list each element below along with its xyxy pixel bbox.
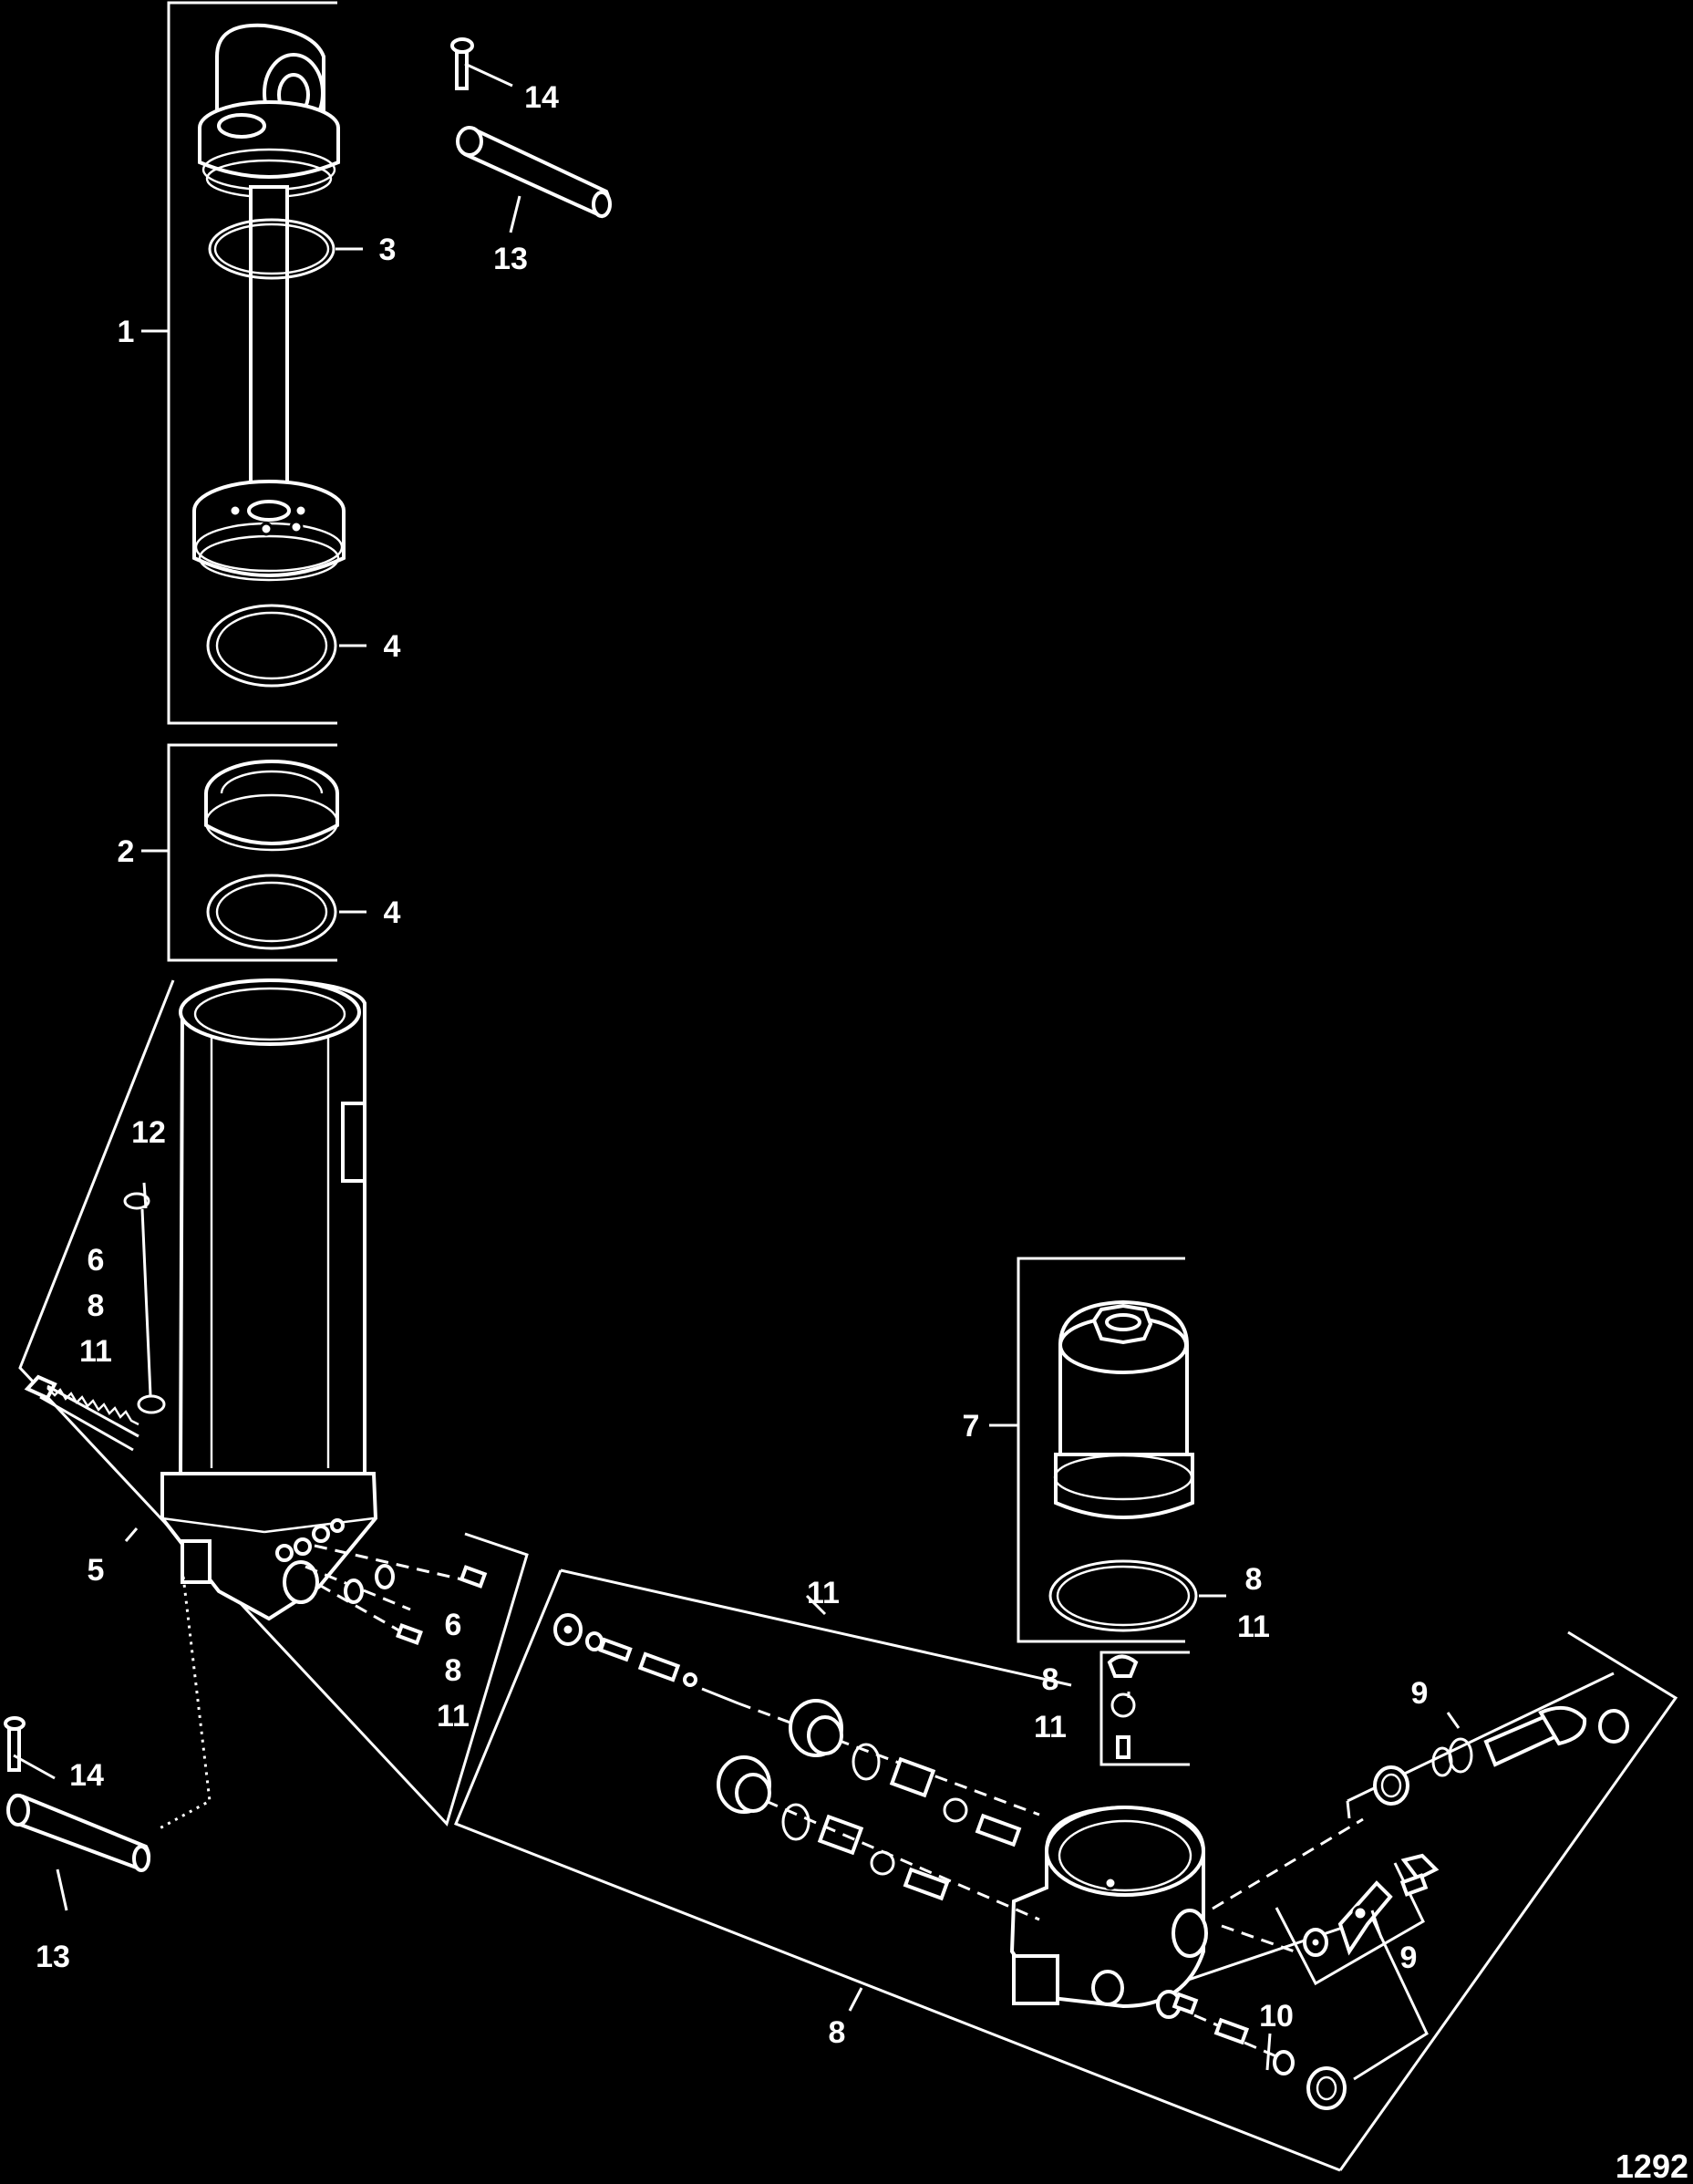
callout-14: 14	[69, 1758, 104, 1793]
callout-13: 13	[36, 1940, 70, 1974]
callout-3: 3	[379, 233, 397, 267]
callout-2: 2	[118, 834, 135, 869]
callouts: 1 3 4 2 4 14 13 12 6 8 11 5 6 8 11 14 13…	[36, 80, 1688, 2184]
callout-13: 13	[493, 242, 528, 276]
group-outline-8	[454, 1568, 1678, 2172]
callout-1: 1	[118, 315, 135, 349]
callout-7: 7	[963, 1409, 980, 1444]
bolt-6-8-11	[24, 1374, 139, 1452]
valve-parts-upper	[553, 1613, 1040, 1848]
callout-8: 8	[1245, 1562, 1263, 1597]
o-ring-3	[208, 218, 336, 280]
memory-piston-2	[204, 760, 339, 852]
cotter-pin-14-top	[450, 37, 474, 90]
manifold-body-8	[1009, 1805, 1208, 2009]
leader-lines	[13, 62, 1461, 2071]
callout-8: 8	[829, 2015, 846, 2050]
o-ring-4-upper	[206, 604, 337, 688]
piston-rod-assembly	[192, 23, 346, 582]
callout-12: 12	[131, 1115, 166, 1150]
valve-parts-lower	[717, 1755, 1040, 1921]
cotter-pin-14-bottom	[4, 1716, 26, 1772]
small-parts-8-11-right	[1107, 1654, 1139, 1759]
dotted-link-5-13	[159, 1568, 212, 1830]
group-outline-10	[1150, 1916, 1429, 2081]
ground-strap-12	[123, 1192, 166, 1414]
callout-11: 11	[437, 1699, 470, 1734]
group-outline-5	[18, 979, 529, 1827]
clevis-pin-13-bottom	[6, 1793, 151, 1872]
group-bracket-8-11-small	[1099, 1651, 1190, 1766]
callout-11: 11	[807, 1576, 840, 1610]
callout-9: 9	[1411, 1676, 1429, 1711]
manual-release-9-upper	[1212, 1705, 1629, 1910]
callout-6: 6	[88, 1243, 105, 1278]
clevis-pin-13-top	[456, 126, 612, 219]
group-bracket-7	[1017, 1257, 1185, 1643]
callout-8: 8	[88, 1289, 105, 1323]
group-bracket-2	[167, 743, 337, 962]
callout-4: 4	[384, 629, 401, 664]
figure-number: 1292	[1616, 2148, 1688, 2184]
callout-8: 8	[1042, 1662, 1059, 1697]
o-ring-8-11	[1048, 1559, 1198, 1632]
cylinder-body-5	[160, 978, 378, 1621]
manual-release-9-lower	[1221, 1853, 1440, 1957]
group-bracket-1	[167, 1, 337, 725]
o-ring-4-lower	[206, 874, 337, 950]
small-parts-6-8-11	[305, 1544, 488, 1645]
callout-9: 9	[1400, 1941, 1418, 1975]
callout-6: 6	[445, 1608, 462, 1642]
callout-5: 5	[88, 1553, 105, 1588]
callout-10: 10	[1259, 1999, 1294, 2034]
callout-11: 11	[1034, 1710, 1067, 1744]
callout-8: 8	[445, 1653, 462, 1688]
callout-4: 4	[384, 895, 401, 930]
valve-parts-10	[1156, 1990, 1347, 2110]
reservoir-cap-7	[1053, 1299, 1194, 1519]
callout-11: 11	[79, 1334, 112, 1369]
callout-11: 11	[1237, 1610, 1270, 1644]
callout-14: 14	[524, 80, 559, 115]
